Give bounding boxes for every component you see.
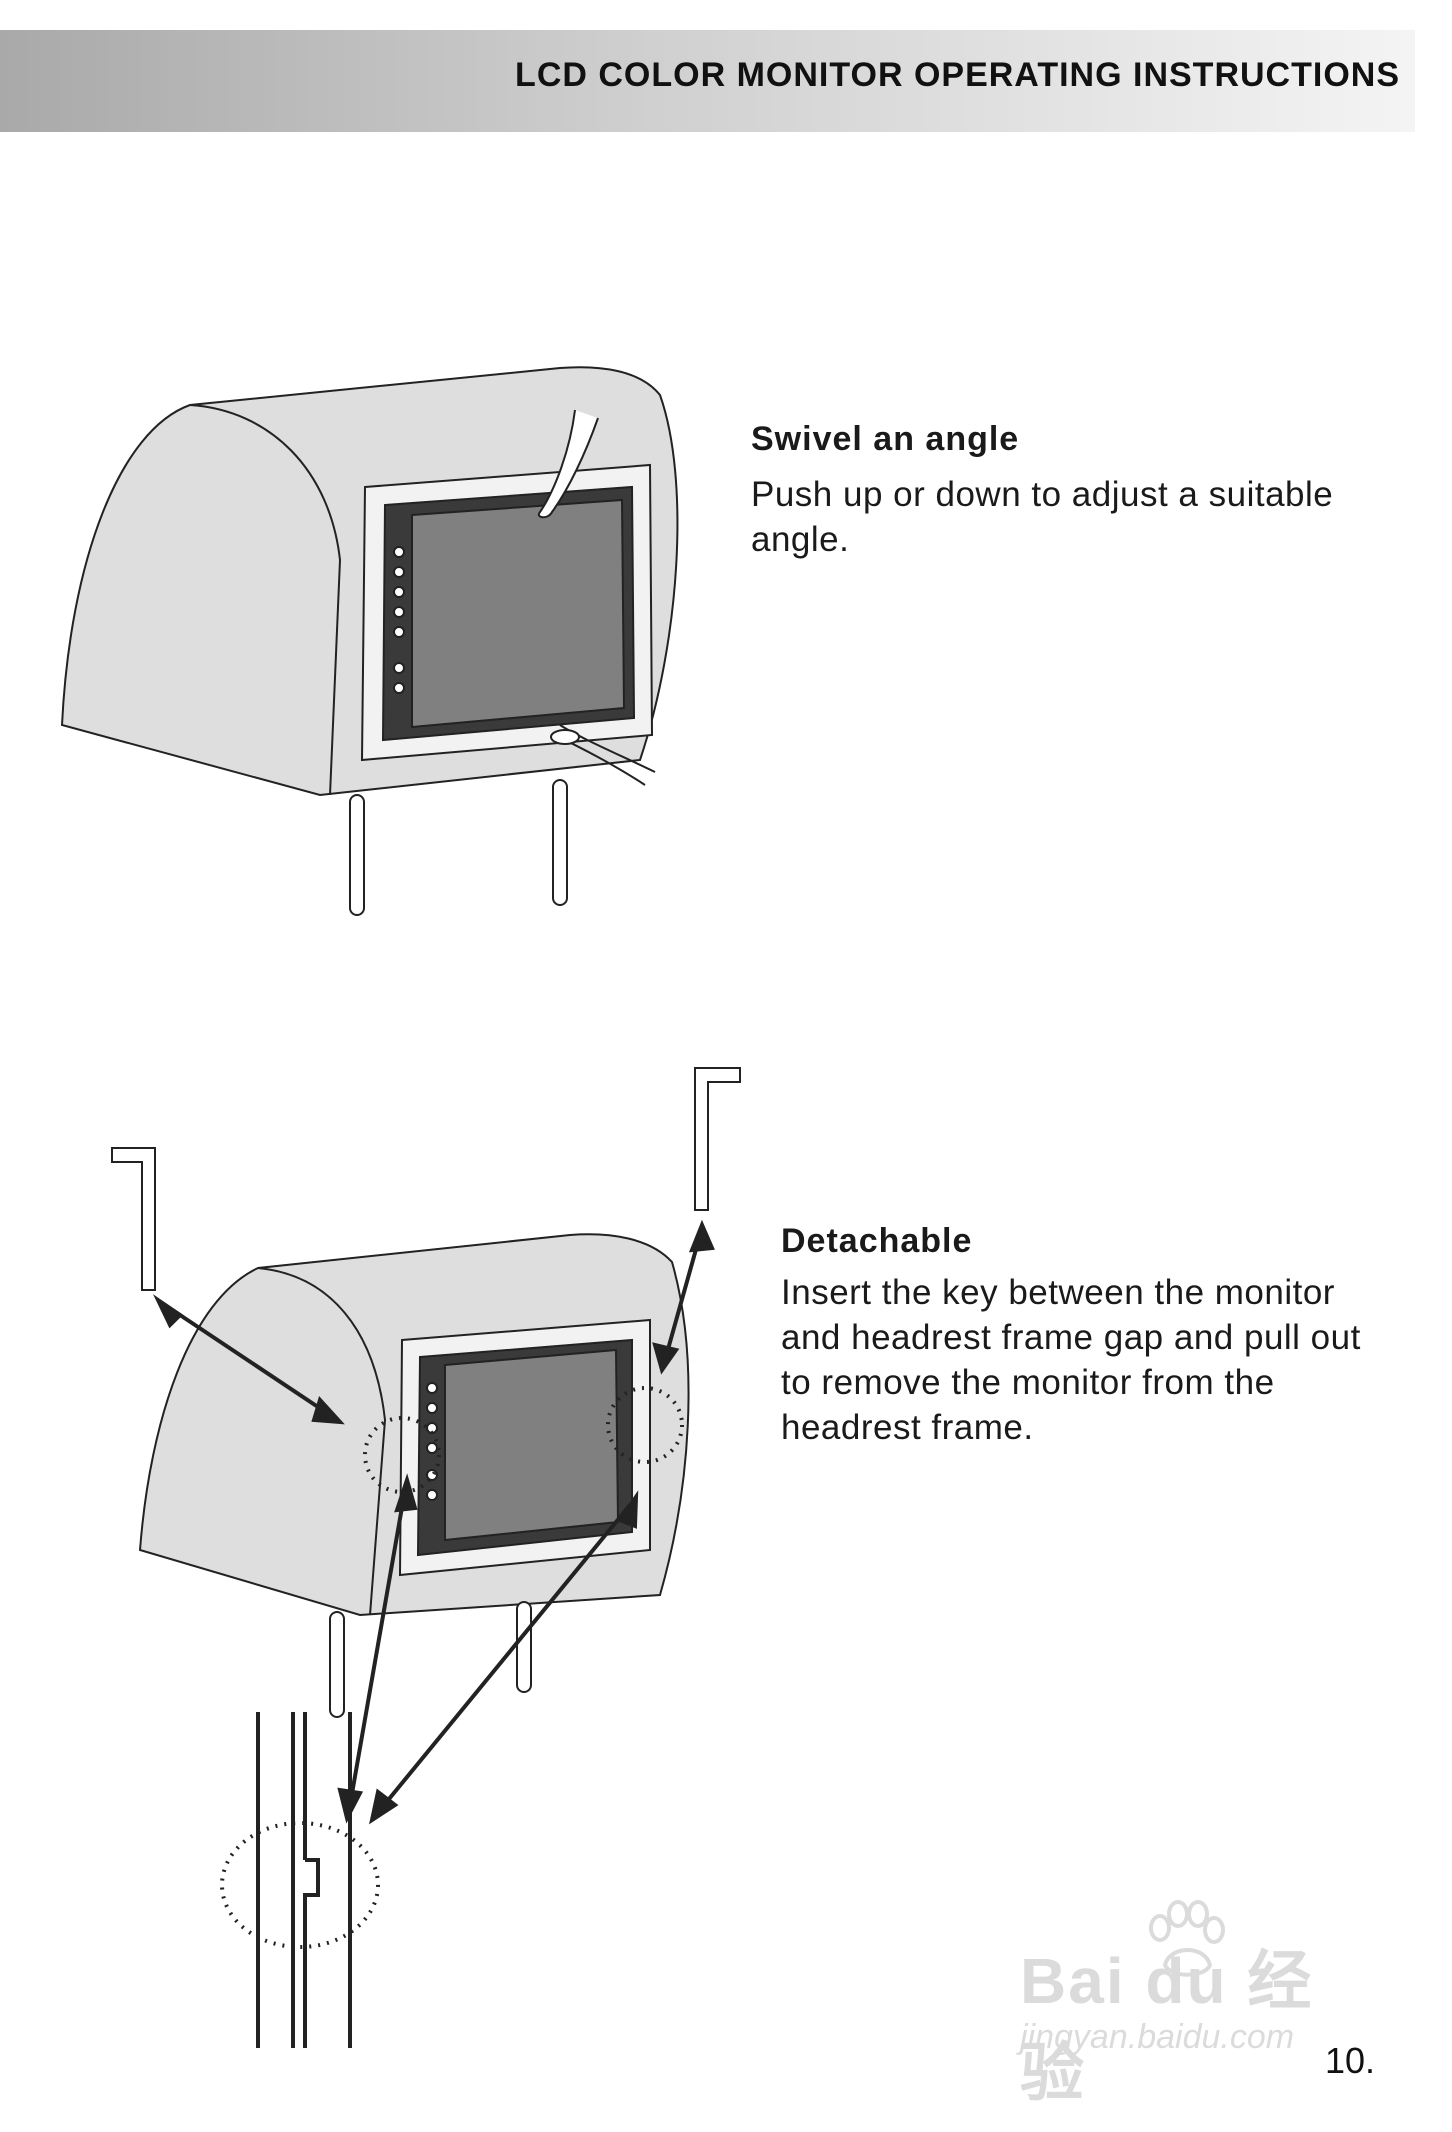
section-heading-swivel: Swivel an angle xyxy=(751,420,1020,458)
page-number: 10. xyxy=(1325,2040,1376,2081)
page-header-title: LCD COLOR MONITOR OPERATING INSTRUCTIONS xyxy=(515,56,1400,94)
baidu-watermark: Bai du 经验 jingyan.baidu.com xyxy=(1020,1900,1360,2109)
watermark-logo-text: Bai du 经验 xyxy=(1020,1945,1314,2109)
watermark-url: jingyan.baidu.com xyxy=(1020,2018,1295,2056)
section-body-detachable: Insert the key between the monitor and h… xyxy=(781,1273,1361,1447)
section-body-swivel: Push up or down to adjust a suitable ang… xyxy=(751,475,1334,559)
header-bar xyxy=(0,30,1415,132)
section-heading-detachable: Detachable xyxy=(781,1222,973,1260)
paw-icon xyxy=(1149,1900,1225,1977)
